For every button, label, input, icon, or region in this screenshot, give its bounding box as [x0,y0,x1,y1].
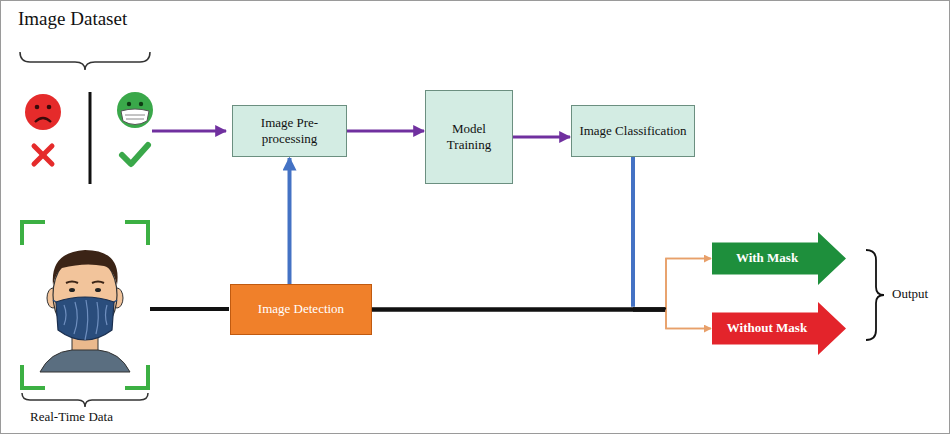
face-illustration [40,250,130,372]
drawing-part [47,105,52,110]
connector-line [631,157,635,307]
connector-line [666,259,711,310]
drawing-part [34,146,52,164]
process-box: Image Pre-processing [232,105,347,157]
connector-line [347,130,424,133]
connector-line [633,308,666,312]
connector-line [666,310,711,329]
process-box: Model Training [425,90,513,184]
flow-connector [513,137,570,138]
node-text: Without Mask [727,320,807,336]
drawing-part [125,115,145,116]
drawing-part [64,305,66,325]
divider-line [89,92,92,184]
drawing-part [139,102,143,106]
node-text: Image Classification [579,123,686,139]
scan-corners [22,222,148,388]
connector-line [631,157,635,307]
output-brace [866,250,884,340]
connector-line [666,259,711,310]
cross-icon [34,146,52,164]
flow-connector [372,259,711,310]
detection-box: Image Detection [230,284,372,335]
drawing-part [34,146,52,164]
drawing-part [66,282,78,284]
output-arrow: Without Mask [712,302,846,355]
drawing-part [35,105,40,110]
arrow-fill [712,302,846,355]
flow-connector [633,157,711,329]
drawing-part [22,222,45,245]
drawing-part [35,118,51,122]
check-icon [122,145,148,164]
connector-line [666,310,711,329]
drawing-part [69,288,75,292]
node-text: Model Training [433,121,505,154]
flow-connector [347,131,424,132]
arrow-fill [712,232,846,285]
output-arrow: With Mask [712,232,846,285]
drawing-part [106,305,108,325]
drawing-part [117,92,153,128]
drawing-part [56,297,114,340]
connector-line [513,136,570,139]
dataset-flow-line [152,130,226,133]
realtime-brace [22,393,148,407]
drawing-part [121,109,149,125]
flow-connector [289,158,290,284]
drawing-part [127,102,131,106]
realtime-flow-line [150,307,229,311]
process-box: Image Classification [571,105,695,157]
drawing-part [125,222,148,245]
connector-line [372,308,666,312]
drawing-part [64,300,107,340]
flow-connector [633,157,711,310]
drawing-part [53,250,118,285]
connector-line [288,158,292,284]
drawing-part [92,282,104,284]
masked-face-icon [117,92,153,128]
node-text: Image Detection [258,301,344,317]
drawing-part [25,94,61,130]
node-text: Image Pre-processing [240,115,339,148]
sad-face-icon [25,94,61,130]
flow-connector [372,310,711,329]
dataset-brace [20,52,150,70]
output-label: Output [892,286,928,302]
node-text: With Mask [736,250,798,266]
connector-line [372,308,666,312]
drawing-part [96,302,98,334]
drawing-part [95,288,101,292]
group-title: Image Dataset [18,8,127,30]
group-label: Real-Time Data [30,409,113,425]
drawing-part [126,119,144,120]
drawing-part [74,302,77,334]
drawing-part [85,300,88,340]
connector-line [633,308,666,312]
drawing-part [40,350,130,372]
